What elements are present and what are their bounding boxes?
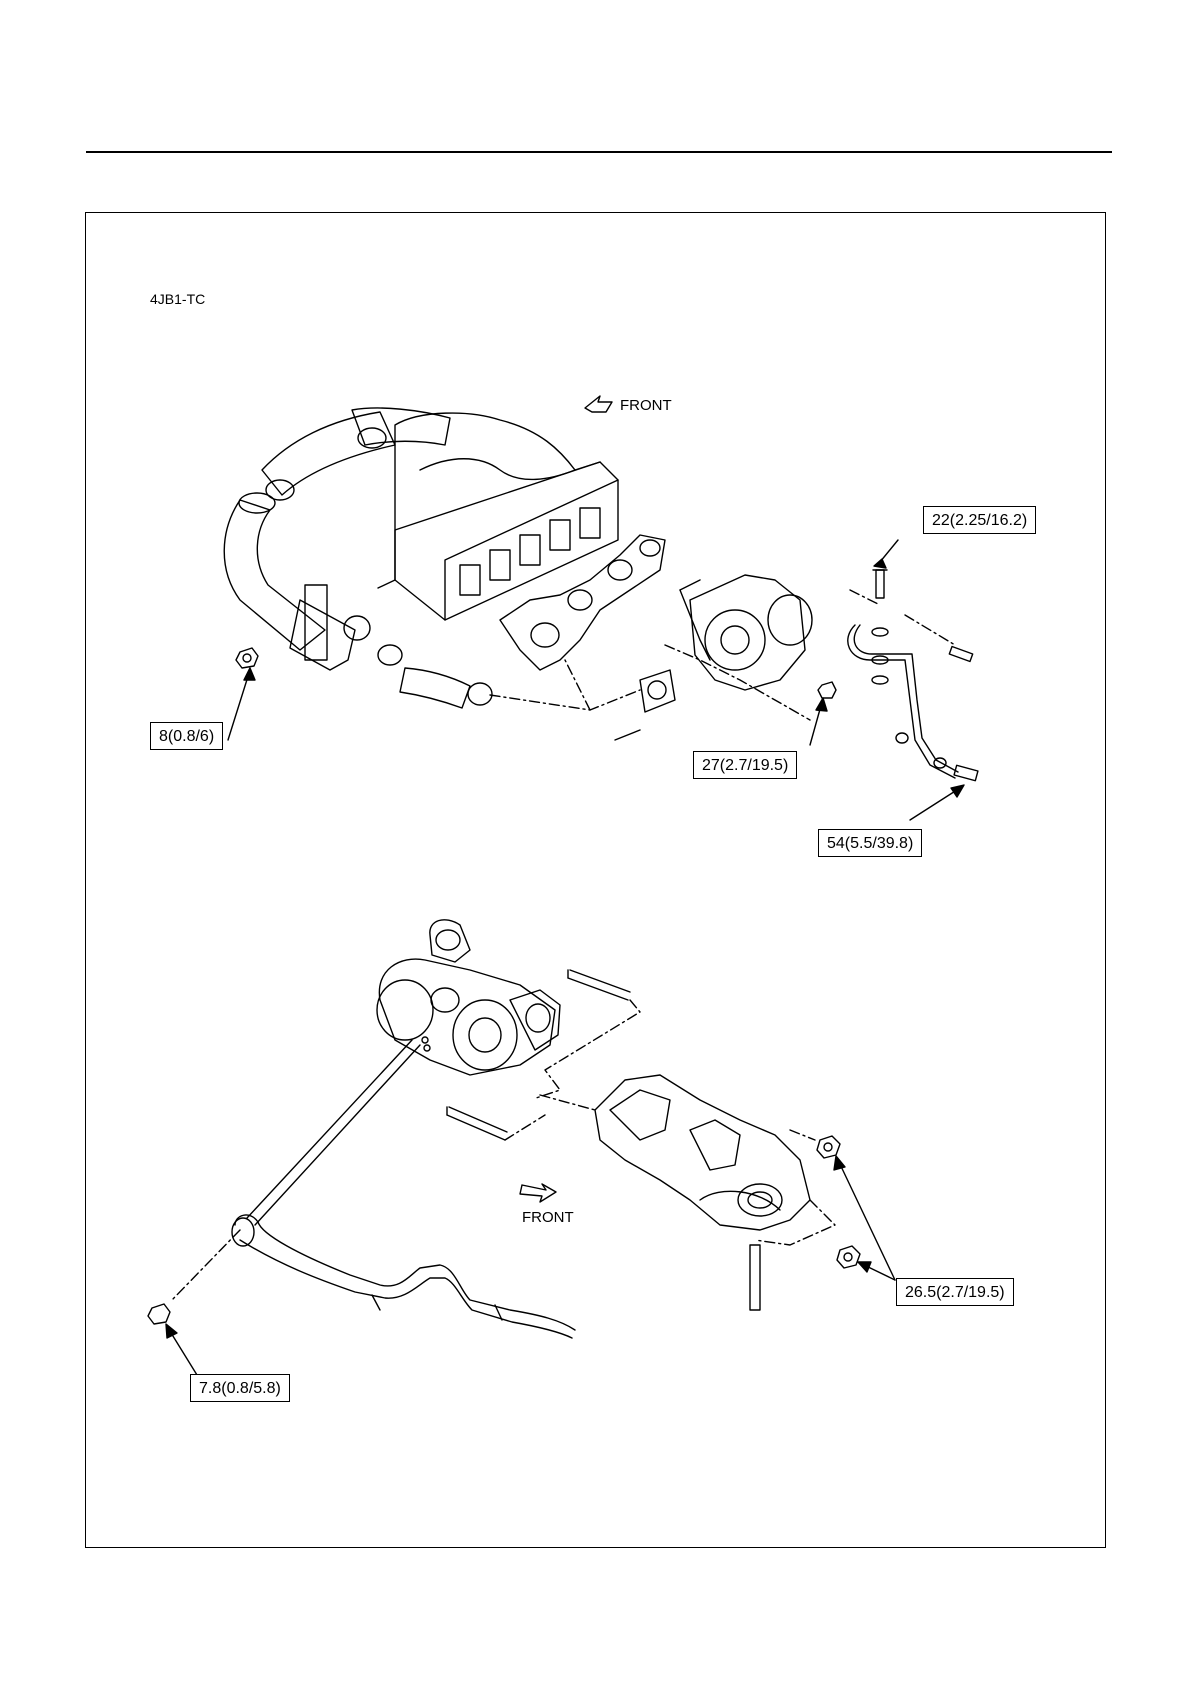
torque-callout-turbo-nut: 27(2.7/19.5) xyxy=(693,751,797,779)
turbocharger xyxy=(680,575,836,698)
turbo-gasket xyxy=(615,670,675,740)
oil-feed-pipe xyxy=(848,570,978,781)
top-assembly xyxy=(224,396,978,820)
intake-manifold xyxy=(378,413,618,620)
front-arrow-top-icon xyxy=(585,396,612,412)
torque-callout-clamp-nut: 8(0.8/6) xyxy=(150,722,223,750)
leader-lines-bottom xyxy=(166,1156,895,1375)
torque-callout-oil-pipe-bolt: 54(5.5/39.8) xyxy=(818,829,922,857)
exhaust-manifold-bottom xyxy=(595,1075,810,1230)
torque-callout-manifold-nuts: 26.5(2.7/19.5) xyxy=(896,1278,1014,1306)
alignment-lines-top xyxy=(490,590,955,720)
engine-model-label: 4JB1-TC xyxy=(150,291,205,307)
manifold-nuts xyxy=(817,1136,860,1268)
alignment-lines-bottom xyxy=(172,1000,835,1300)
oil-return-pipe xyxy=(148,1040,575,1338)
clamp-nut xyxy=(236,648,258,668)
leader-lines-top xyxy=(228,540,964,820)
bottom-assembly xyxy=(148,920,895,1375)
turbocharger-bottom xyxy=(377,920,560,1075)
exhaust-manifold xyxy=(500,535,665,670)
front-arrow-bottom-icon xyxy=(520,1184,556,1202)
intake-hose xyxy=(224,408,492,708)
front-direction-label-bottom: FRONT xyxy=(522,1209,574,1226)
torque-callout-oil-feed-bolt: 22(2.25/16.2) xyxy=(923,506,1036,534)
front-direction-label-top: FRONT xyxy=(620,397,672,414)
torque-callout-return-pipe-bolt: 7.8(0.8/5.8) xyxy=(190,1374,290,1402)
